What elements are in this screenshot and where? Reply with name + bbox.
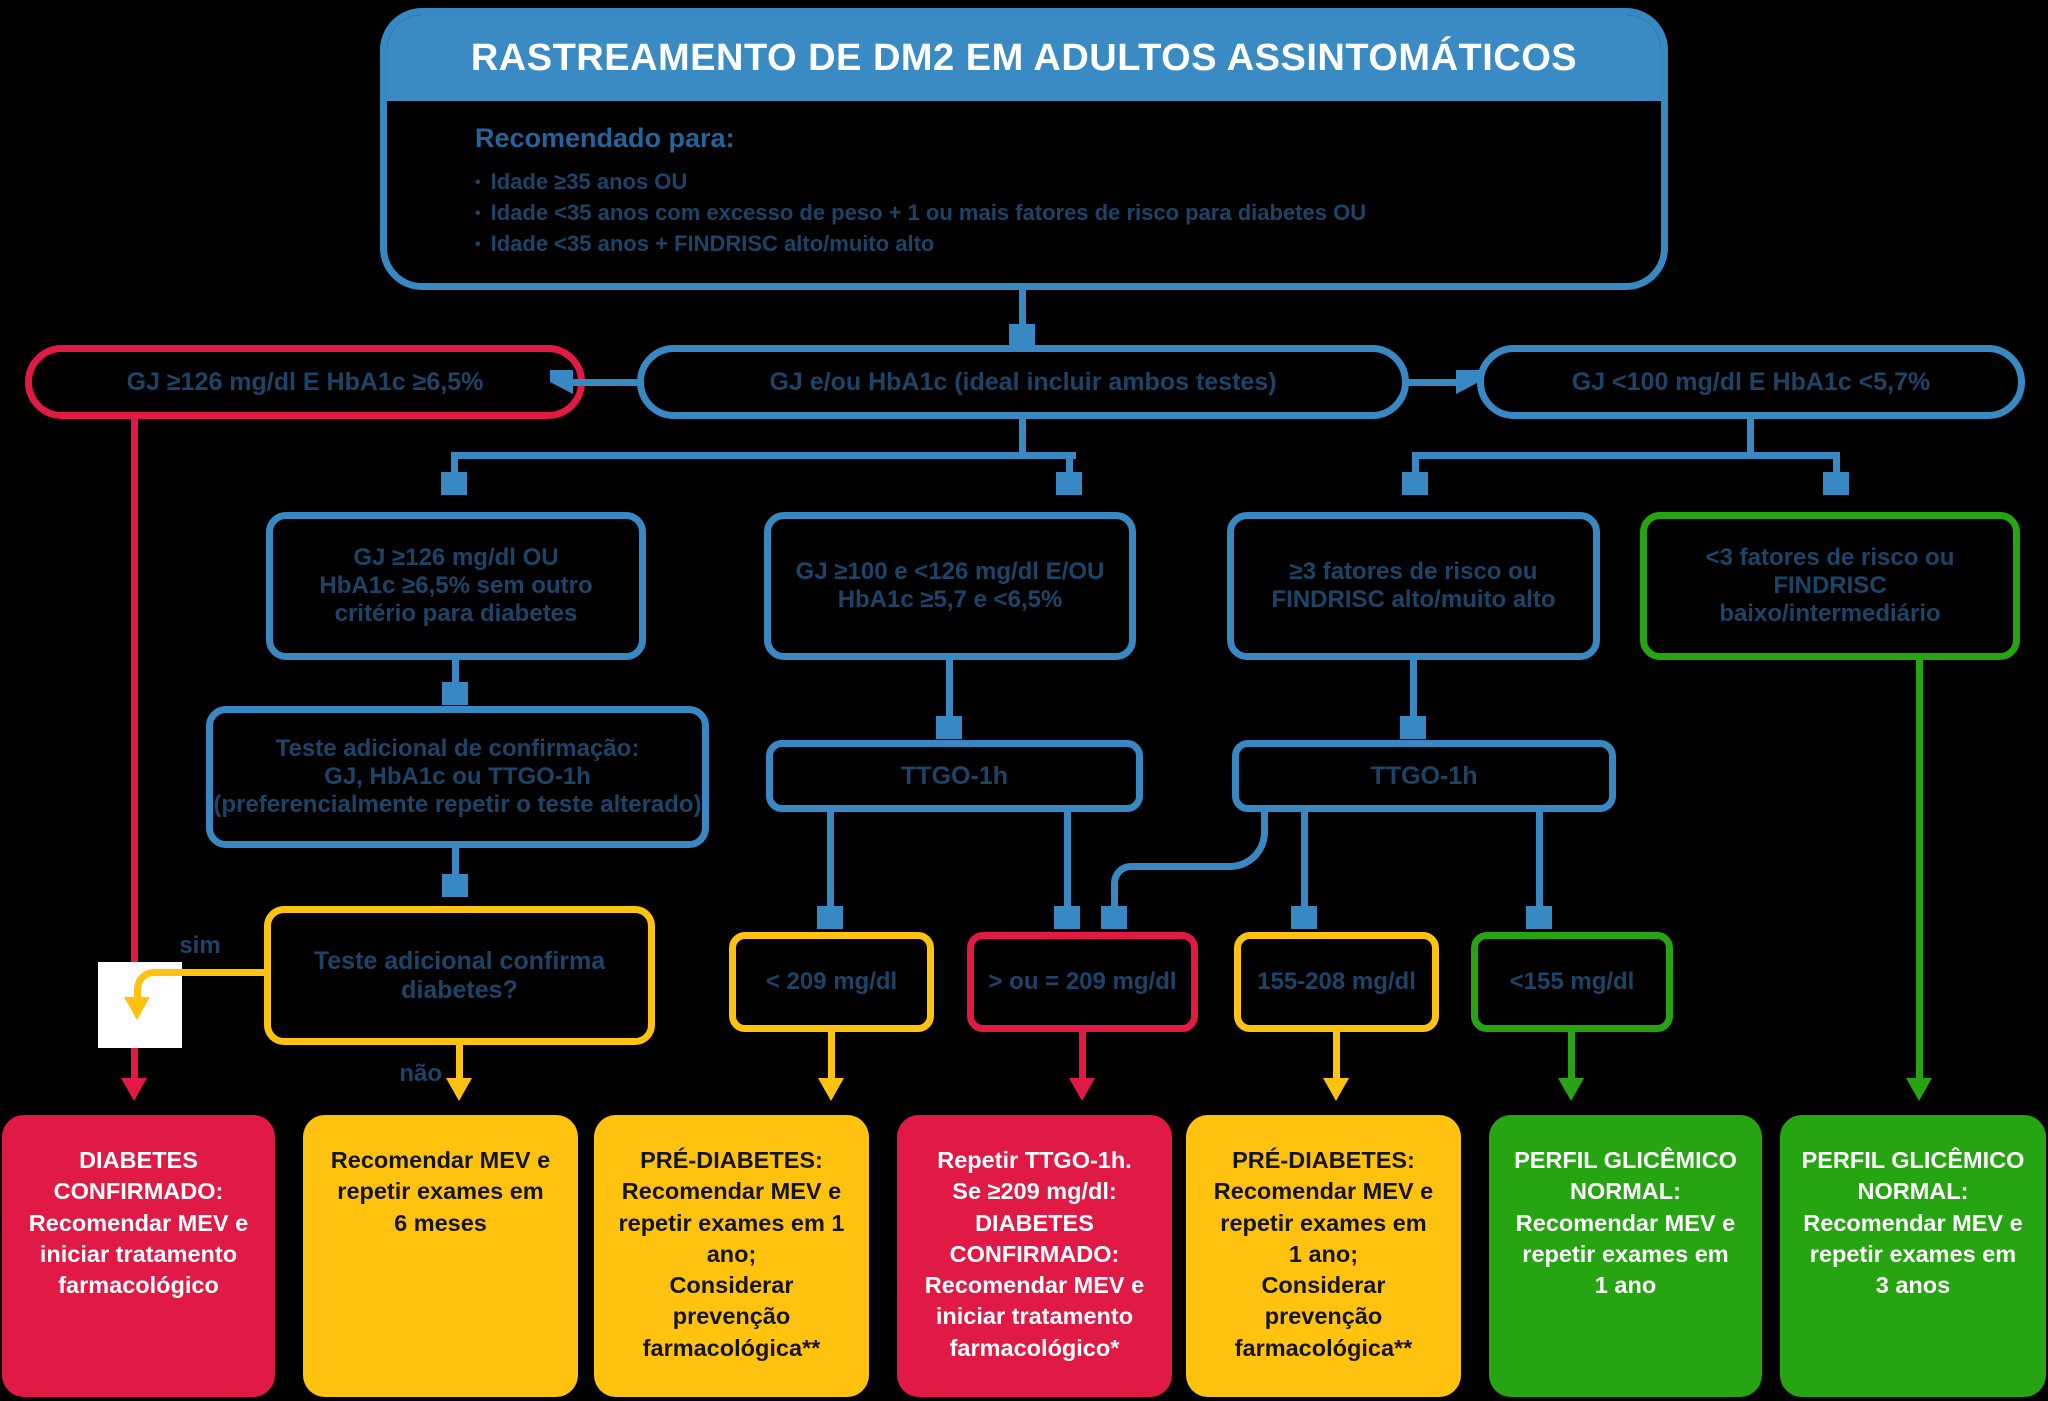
connector — [572, 379, 638, 386]
arrowhead-down — [1558, 1078, 1584, 1101]
pill-screening-tests: GJ e/ou HbA1c (ideal incluir ambos teste… — [637, 345, 1409, 419]
connector — [452, 452, 1076, 459]
pill-normal-values: GJ <100 mg/dl E HbA1c <5,7% — [1477, 345, 2025, 419]
outcome-diabetes-confirmed: DIABETES CONFIRMADO: Recomendar MEV e in… — [2, 1115, 275, 1397]
connector — [1412, 452, 1419, 474]
outcome-normal-1-year: PERFIL GLICÊMICO NORMAL: Recomendar MEV … — [1489, 1115, 1762, 1397]
box-prediabetes-criteria: GJ ≥100 e <126 mg/dl E/OU HbA1c ≥5,7 e <… — [764, 512, 1136, 660]
connector — [1079, 1032, 1086, 1080]
connector — [1019, 290, 1026, 326]
connector — [1916, 660, 1923, 1080]
arrowhead-down — [936, 716, 962, 739]
bullet-age-over-35: Idade ≥35 anos OU — [475, 167, 1366, 198]
connector — [1111, 885, 1118, 908]
outcome-prediabetes-2: PRÉ-DIABETES: Recomendar MEV e repetir e… — [1186, 1115, 1461, 1397]
connector-curve — [1111, 863, 1139, 891]
arrowhead-down — [442, 874, 468, 897]
arrowhead-down — [442, 682, 468, 705]
arrowhead-down — [1400, 716, 1426, 739]
arrowhead-down — [1054, 906, 1080, 929]
connector — [827, 812, 834, 908]
connector — [1066, 452, 1073, 474]
connector — [1333, 1032, 1340, 1080]
header-title-bar: RASTREAMENTO DE DM2 EM ADULTOS ASSINTOMÁ… — [387, 15, 1661, 101]
arrowhead-right — [1456, 370, 1479, 394]
connector — [1301, 812, 1308, 908]
connector — [452, 660, 459, 684]
arrowhead-down — [1323, 1078, 1349, 1101]
connector-nao — [456, 1045, 463, 1080]
connector — [1019, 419, 1026, 455]
box-result-lt155: <155 mg/dl — [1471, 932, 1673, 1032]
box-confirmation-test: Teste adicional de confirmação: GJ, HbA1… — [206, 706, 709, 848]
connector — [1410, 660, 1417, 718]
connector-curve — [134, 969, 170, 1001]
connector-curve — [1130, 812, 1268, 870]
arrowhead-down — [1009, 324, 1035, 347]
header-box: RASTREAMENTO DE DM2 EM ADULTOS ASSINTOMÁ… — [380, 8, 1668, 290]
arrowhead-down — [1069, 1078, 1095, 1101]
connector — [1833, 452, 1840, 474]
arrowhead-down — [1402, 472, 1428, 495]
connector-diabetes-path — [131, 419, 138, 1080]
box-diabetes-criteria: GJ ≥126 mg/dl OU HbA1c ≥6,5% sem outro c… — [266, 512, 646, 660]
connector — [452, 848, 459, 876]
box-ttgo-right: TTGO-1h — [1232, 740, 1616, 812]
arrowhead-down — [1906, 1078, 1932, 1101]
box-high-risk: ≥3 fatores de risco ou FINDRISC alto/mui… — [1227, 512, 1600, 660]
arrowhead-down — [124, 997, 150, 1020]
bullet-age-under-35-risk: Idade <35 anos com excesso de peso + 1 o… — [475, 198, 1366, 229]
bullet-age-under-35-findrisc: Idade <35 anos + FINDRISC alto/muito alt… — [475, 229, 1366, 260]
arrowhead-down — [818, 1078, 844, 1101]
connector — [946, 660, 953, 718]
arrowhead-down — [1526, 906, 1552, 929]
arrowhead-down — [1056, 472, 1082, 495]
header-intro: Recomendado para: — [475, 123, 735, 153]
arrowhead-down — [817, 906, 843, 929]
label-nao: não — [399, 1060, 442, 1087]
box-result-155-208: 155-208 mg/dl — [1234, 932, 1439, 1032]
connector — [1408, 379, 1458, 386]
outcome-repeat-ttgo: Repetir TTGO-1h. Se ≥209 mg/dl: DIABETES… — [897, 1115, 1172, 1397]
connector — [451, 452, 458, 474]
connector — [1747, 419, 1754, 455]
arrowhead-down — [121, 1078, 147, 1101]
arrowhead-down — [446, 1078, 472, 1101]
box-result-lt209: < 209 mg/dl — [729, 932, 934, 1032]
outcome-prediabetes-1: PRÉ-DIABETES: Recomendar MEV e repetir e… — [594, 1115, 869, 1397]
label-sim: sim — [179, 932, 221, 959]
outcome-repeat-6-months: Recomendar MEV e repetir exames em 6 mes… — [303, 1115, 578, 1397]
connector — [1536, 812, 1543, 908]
box-ttgo-left: TTGO-1h — [766, 740, 1143, 812]
arrowhead-down — [441, 472, 467, 495]
arrowhead-down — [1823, 472, 1849, 495]
connector — [1412, 452, 1840, 459]
box-result-gte209: > ou = 209 mg/dl — [967, 932, 1198, 1032]
header-bullet-list: Idade ≥35 anos OU Idade <35 anos com exc… — [475, 167, 1366, 260]
box-confirm-question: Teste adicional confirma diabetes? — [264, 906, 655, 1045]
connector — [828, 1032, 835, 1080]
connector-sim — [158, 969, 264, 976]
arrowhead-left — [550, 370, 573, 394]
arrowhead-down — [1101, 906, 1127, 929]
connector — [1568, 1032, 1575, 1080]
connector — [1064, 812, 1071, 908]
outcome-normal-3-years: PERFIL GLICÊMICO NORMAL: Recomendar MEV … — [1780, 1115, 2046, 1397]
page-title: RASTREAMENTO DE DM2 EM ADULTOS ASSINTOMÁ… — [470, 36, 1578, 79]
arrowhead-down — [1291, 906, 1317, 929]
box-low-risk: <3 fatores de risco ou FINDRISC baixo/in… — [1640, 512, 2020, 660]
pill-diabetes-criteria: GJ ≥126 mg/dl E HbA1c ≥6,5% — [25, 345, 585, 419]
